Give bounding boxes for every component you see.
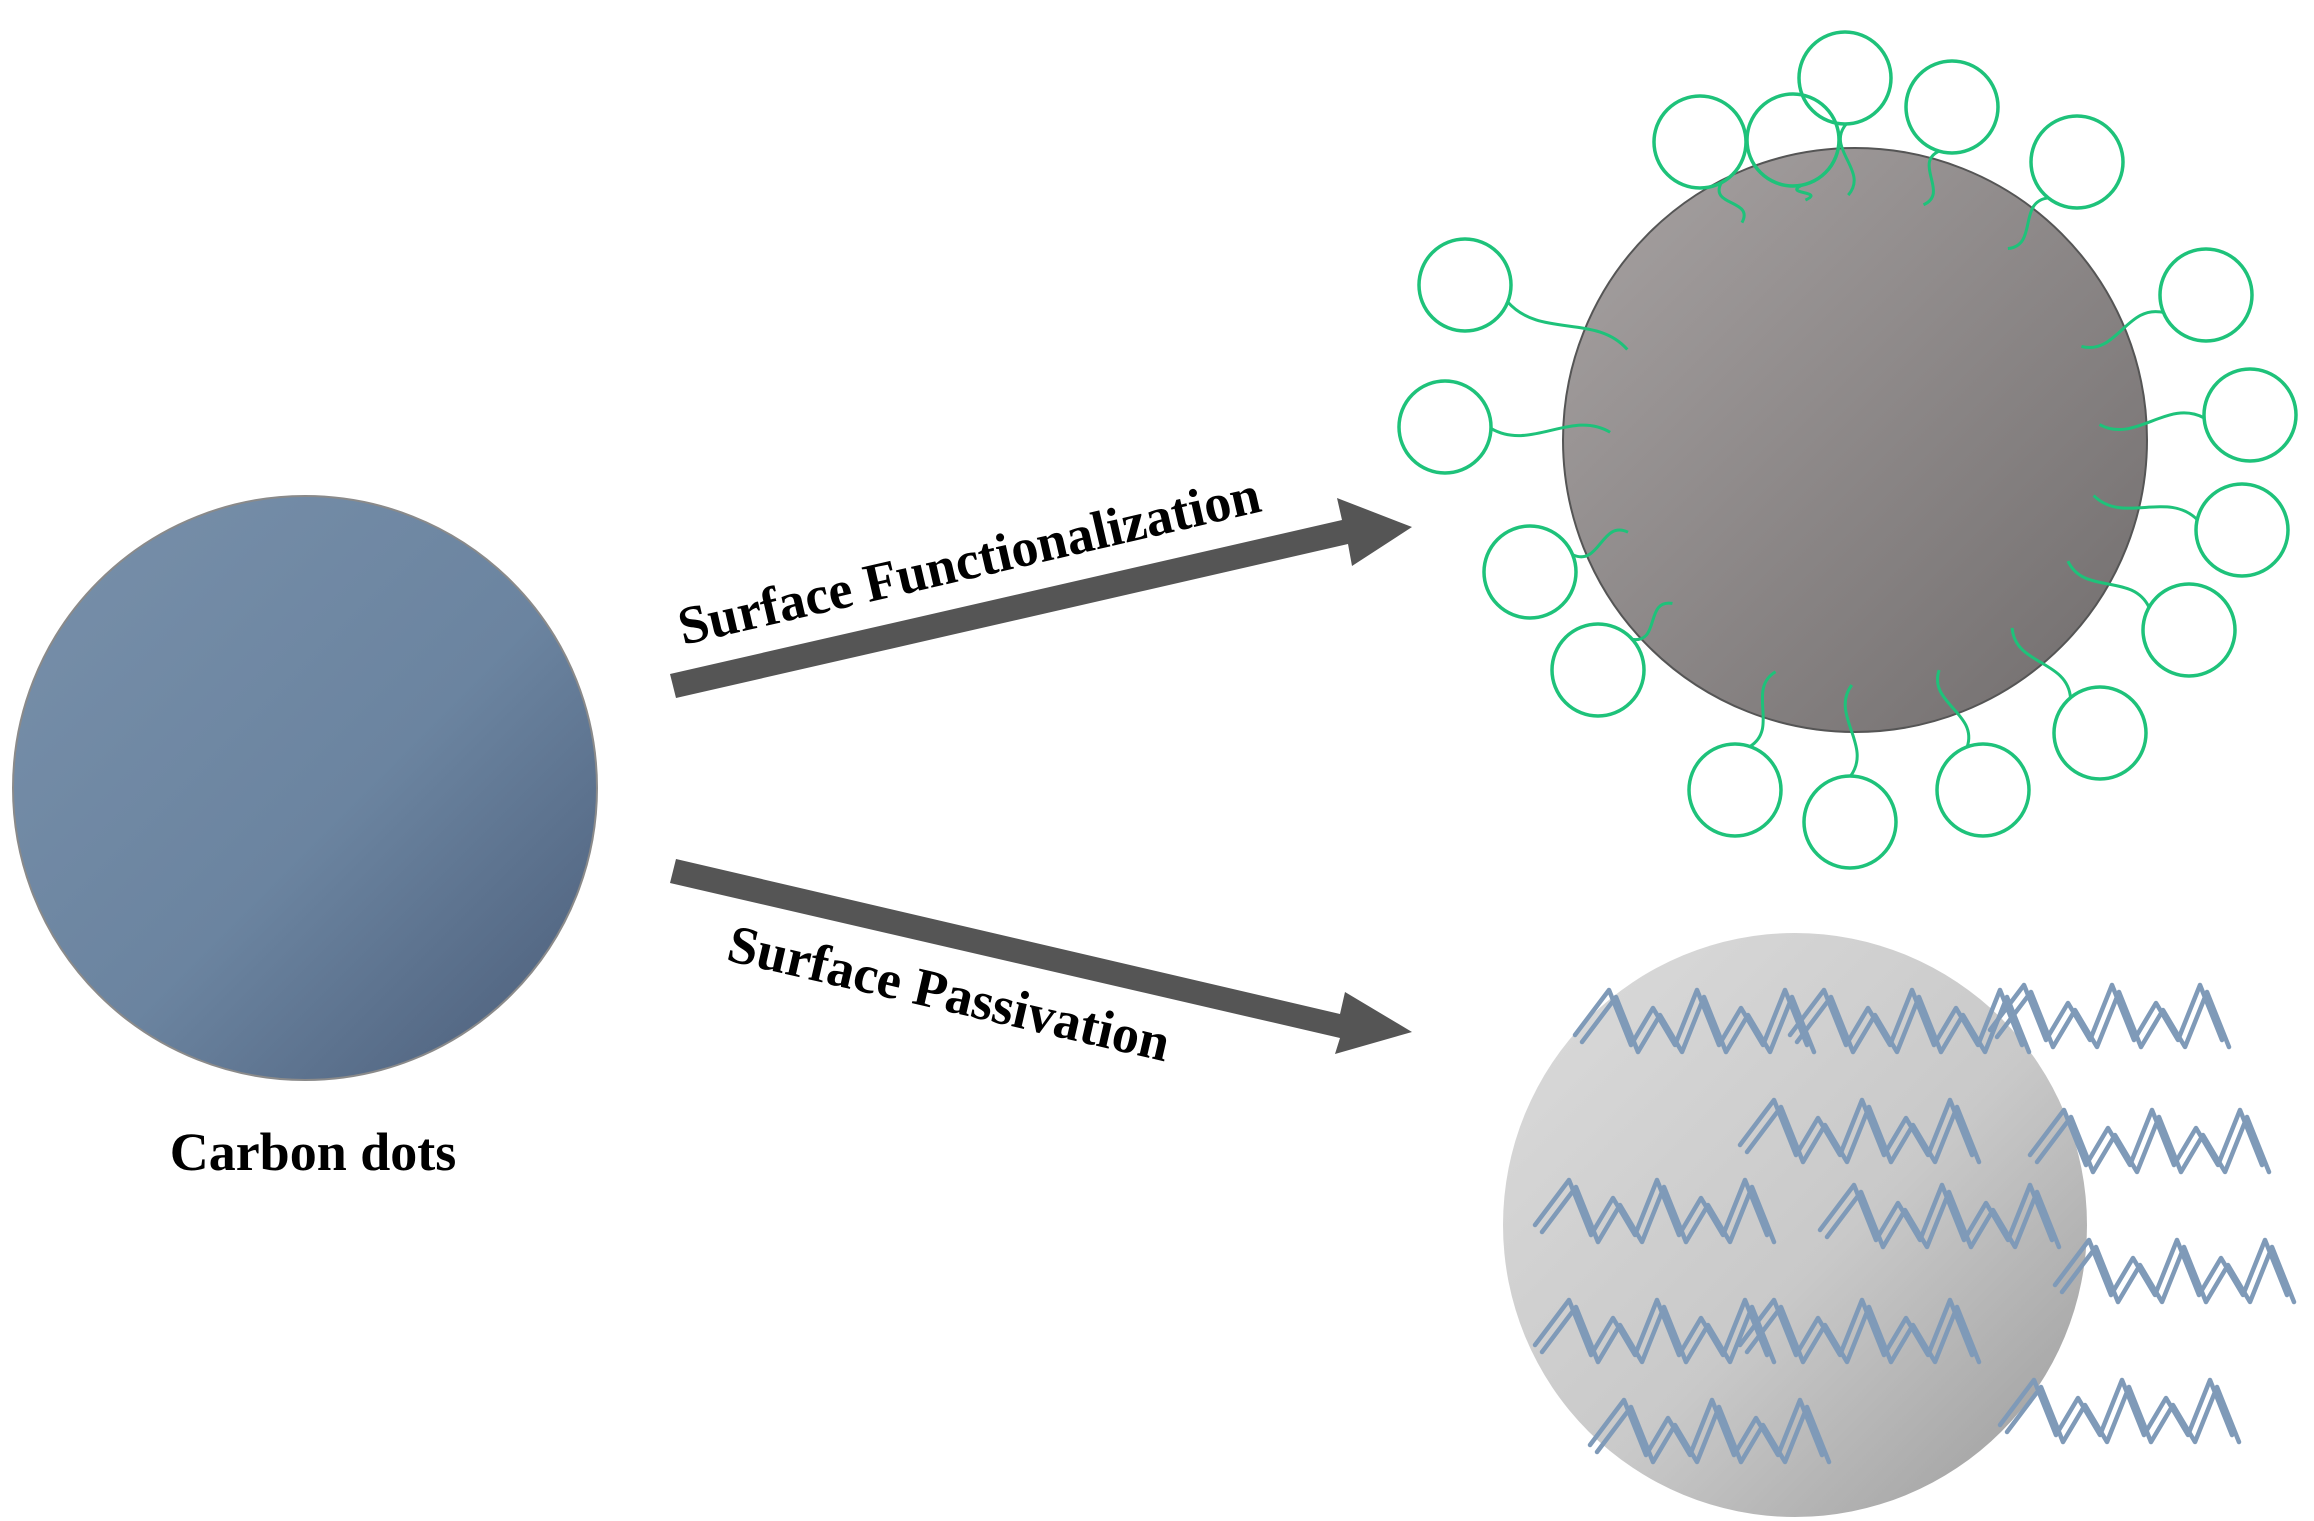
polymer-chain-strand	[2034, 1114, 2272, 1175]
polymer-chain-strand	[1579, 994, 1817, 1055]
functional-group-ring	[1802, 774, 1898, 870]
functional-group-tether	[1749, 670, 1777, 748]
polymer-chain-strand	[1794, 994, 2032, 1055]
polymer-chain-strand	[1744, 1104, 1982, 1165]
polymer-chain-strand	[1532, 1297, 1770, 1358]
polymer-chain-strand	[2004, 1384, 2242, 1445]
functional-group-ring	[1797, 30, 1893, 126]
functional-group-tether	[1843, 684, 1859, 777]
functional-group-tether	[2007, 196, 2049, 251]
functional-group-tether	[2098, 411, 2205, 432]
polymer-chain-strand	[1539, 1304, 1777, 1365]
functional-group-tether	[1936, 669, 1971, 748]
polymer-chain-strand	[1787, 987, 2025, 1048]
functional-group-ring	[1652, 94, 1748, 190]
polymer-chain-strand	[1737, 1297, 1975, 1358]
polymer-chain-strand	[2059, 1244, 2297, 1305]
functionalization-arrow	[670, 498, 1412, 698]
functional-group-ring	[2029, 114, 2125, 210]
functional-group-tether	[1506, 300, 1629, 351]
functional-group-ring	[2194, 482, 2290, 578]
polymer-chains	[1532, 982, 2297, 1465]
functional-group-ring	[1550, 622, 1646, 718]
functional-group-tether	[2010, 627, 2072, 698]
polymer-chain-strand	[1987, 982, 2225, 1043]
polymer-chain-strand	[1587, 1397, 1825, 1458]
polymer-chain-strand	[1817, 1182, 2055, 1243]
polymer-chain-strand	[1994, 989, 2232, 1050]
passivation-arrow	[670, 859, 1412, 1054]
functional-group-tether	[1490, 423, 1611, 438]
functionalized-core	[1562, 147, 2148, 733]
functional-group-tether	[1717, 182, 1746, 224]
polymer-chain-strand	[1594, 1404, 1832, 1465]
functional-group-tether	[2092, 494, 2199, 521]
functional-group-tether	[1632, 601, 1673, 641]
functional-groups	[1397, 30, 2298, 870]
polymer-chain-strand	[1824, 1189, 2062, 1250]
functional-group-ring	[1417, 237, 1513, 333]
polymer-chain-strand	[1997, 1377, 2235, 1438]
polymer-chain-strand	[1539, 1184, 1777, 1245]
functional-group-ring	[1482, 524, 1578, 620]
polymer-chain-strand	[1737, 1097, 1975, 1158]
functional-group-ring	[1935, 742, 2031, 838]
functionalized-carbon-dot	[1397, 30, 2298, 870]
polymer-chain-strand	[2027, 1107, 2265, 1168]
functional-group-ring	[1687, 742, 1783, 838]
functional-group-tether	[1795, 183, 1813, 202]
functional-group-tether	[2066, 560, 2151, 608]
carbon-dot-sphere	[12, 495, 598, 1081]
functional-group-ring	[1397, 379, 1493, 475]
functional-group-tether	[1571, 528, 1629, 559]
polymer-chain-strand	[1532, 1177, 1770, 1238]
functional-group-tether	[1922, 149, 1940, 207]
functional-group-ring	[2158, 247, 2254, 343]
functional-group-tether	[1838, 123, 1856, 197]
polymer-chain-strand	[2052, 1237, 2290, 1298]
functional-group-ring	[2052, 685, 2148, 781]
functional-group-tether	[2081, 310, 2164, 350]
functional-group-ring	[1904, 59, 2000, 155]
polymer-chain-strand	[1744, 1304, 1982, 1365]
carbon-dots-label: Carbon dots	[170, 1122, 457, 1182]
passivated-carbon-dot	[1503, 933, 2297, 1517]
polymer-chain-strand	[1572, 987, 1810, 1048]
functional-group-ring	[2141, 582, 2237, 678]
passivated-core	[1503, 933, 2087, 1517]
functional-group-ring	[2202, 367, 2298, 463]
